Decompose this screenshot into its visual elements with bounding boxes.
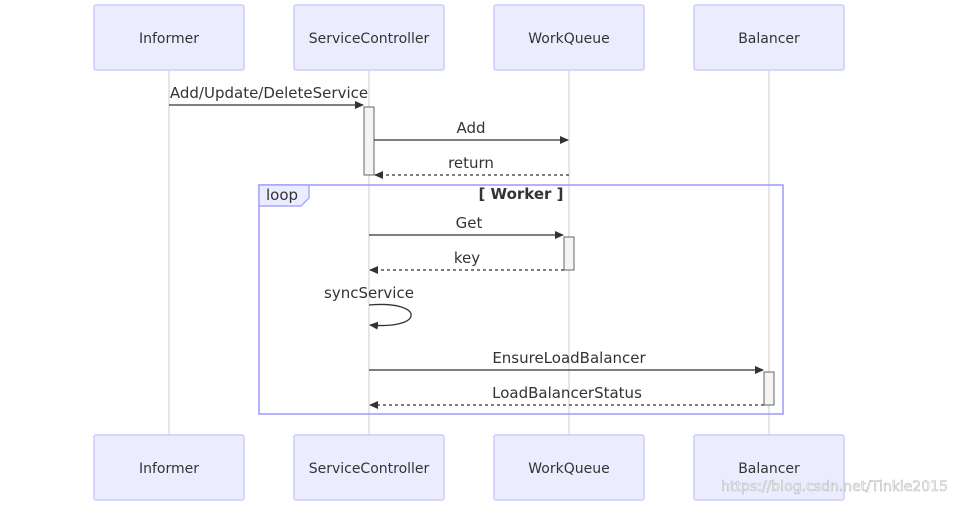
message-label: syncService [324, 284, 414, 302]
message-label: LoadBalancerStatus [492, 384, 642, 402]
loop-label: loop [266, 186, 298, 204]
actor-label: Balancer [738, 461, 800, 477]
activation-servicecontroller [363, 106, 375, 176]
message-get: Get [369, 214, 564, 239]
activation-workqueue [563, 236, 575, 271]
actor-top-informer: Informer [93, 4, 245, 71]
message-add-update-delete-service: Add/Update/DeleteService [169, 84, 368, 109]
message-label: key [454, 249, 480, 267]
message-return: return [374, 154, 569, 179]
actor-top-workqueue: WorkQueue [493, 4, 645, 71]
message-label: Add [456, 119, 485, 137]
actor-bottom-servicecontroller: ServiceController [293, 434, 445, 501]
message-add: Add [374, 119, 569, 144]
actor-label: Balancer [738, 31, 800, 47]
actor-top-balancer: Balancer [693, 4, 845, 71]
message-label: Add/Update/DeleteService [170, 84, 368, 102]
message-key: key [369, 249, 564, 274]
watermark-text: https://blog.csdn.net/Tinkle2015 [721, 479, 948, 495]
message-label: return [448, 154, 494, 172]
actor-bottom-workqueue: WorkQueue [493, 434, 645, 501]
actor-label: ServiceController [309, 461, 430, 477]
message-ensure-load-balancer: EnsureLoadBalancer [369, 349, 764, 374]
actor-label: Informer [139, 31, 199, 47]
message-label: EnsureLoadBalancer [492, 349, 646, 367]
activation-balancer [763, 371, 775, 406]
loop-frame: loop [ Worker ] [258, 184, 784, 415]
loop-condition: [ Worker ] [478, 185, 563, 203]
actor-label: WorkQueue [528, 31, 609, 47]
actor-label: ServiceController [309, 31, 430, 47]
actor-bottom-informer: Informer [93, 434, 245, 501]
message-sync-service: syncService [324, 284, 414, 330]
actor-bottom-balancer: Balancer [693, 434, 845, 501]
message-label: Get [456, 214, 483, 232]
message-load-balancer-status: LoadBalancerStatus [369, 384, 764, 409]
actor-label: WorkQueue [528, 461, 609, 477]
actor-label: Informer [139, 461, 199, 477]
actor-top-servicecontroller: ServiceController [293, 4, 445, 71]
